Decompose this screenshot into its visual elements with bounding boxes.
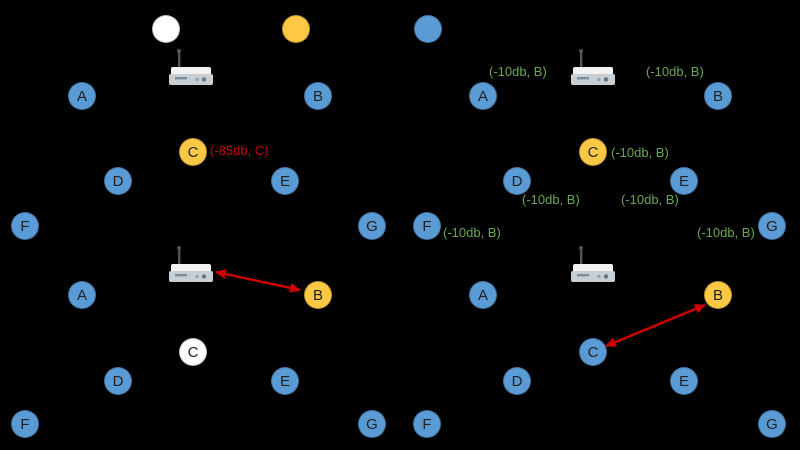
bl-node-g: G: [358, 410, 386, 438]
tl-node-f: F: [11, 212, 39, 240]
wifi-router-icon: [166, 245, 216, 289]
br-node-e: E: [670, 367, 698, 395]
tr-signal-annotation-c: (-10db, B): [611, 145, 669, 160]
tr-signal-annotation-d: (-10db, B): [522, 192, 580, 207]
bl-node-a: A: [68, 281, 96, 309]
bl-node-b: B: [304, 281, 332, 309]
br-node-f: F: [413, 410, 441, 438]
bl-node-e: E: [271, 367, 299, 395]
br-node-a: A: [469, 281, 497, 309]
wifi-router-icon: [568, 48, 618, 92]
arrow-c-to-b: [605, 303, 706, 348]
tr-node-a: A: [469, 82, 497, 110]
tl-node-g: G: [358, 212, 386, 240]
tr-signal-annotation-a: (-10db, B): [489, 64, 547, 79]
tr-signal-annotation-b: (-10db, B): [646, 64, 704, 79]
tr-signal-annotation-e: (-10db, B): [621, 192, 679, 207]
br-node-d: D: [503, 367, 531, 395]
br-node-b: B: [704, 281, 732, 309]
legend-blue-circle: [414, 15, 442, 43]
bl-node-c: C: [179, 338, 207, 366]
br-node-c: C: [579, 338, 607, 366]
tr-node-b: B: [704, 82, 732, 110]
tl-node-e: E: [271, 167, 299, 195]
tl-signal-annotation-c: (-85db, C): [210, 143, 269, 158]
tr-node-f: F: [413, 212, 441, 240]
br-node-g: G: [758, 410, 786, 438]
wifi-router-icon: [166, 48, 216, 92]
tl-node-c: C: [179, 138, 207, 166]
tr-node-c: C: [579, 138, 607, 166]
tl-node-a: A: [68, 82, 96, 110]
tl-node-b: B: [304, 82, 332, 110]
tr-node-e: E: [670, 167, 698, 195]
tr-node-g: G: [758, 212, 786, 240]
tl-node-d: D: [104, 167, 132, 195]
wifi-router-icon: [568, 245, 618, 289]
bl-node-f: F: [11, 410, 39, 438]
bl-node-d: D: [104, 367, 132, 395]
legend-yellow-circle: [282, 15, 310, 43]
legend-white-circle: [152, 15, 180, 43]
arrow-router-to-b: [215, 269, 301, 293]
tr-signal-annotation-f: (-10db, B): [443, 225, 501, 240]
tr-signal-annotation-g: (-10db, B): [697, 225, 755, 240]
tr-node-d: D: [503, 167, 531, 195]
